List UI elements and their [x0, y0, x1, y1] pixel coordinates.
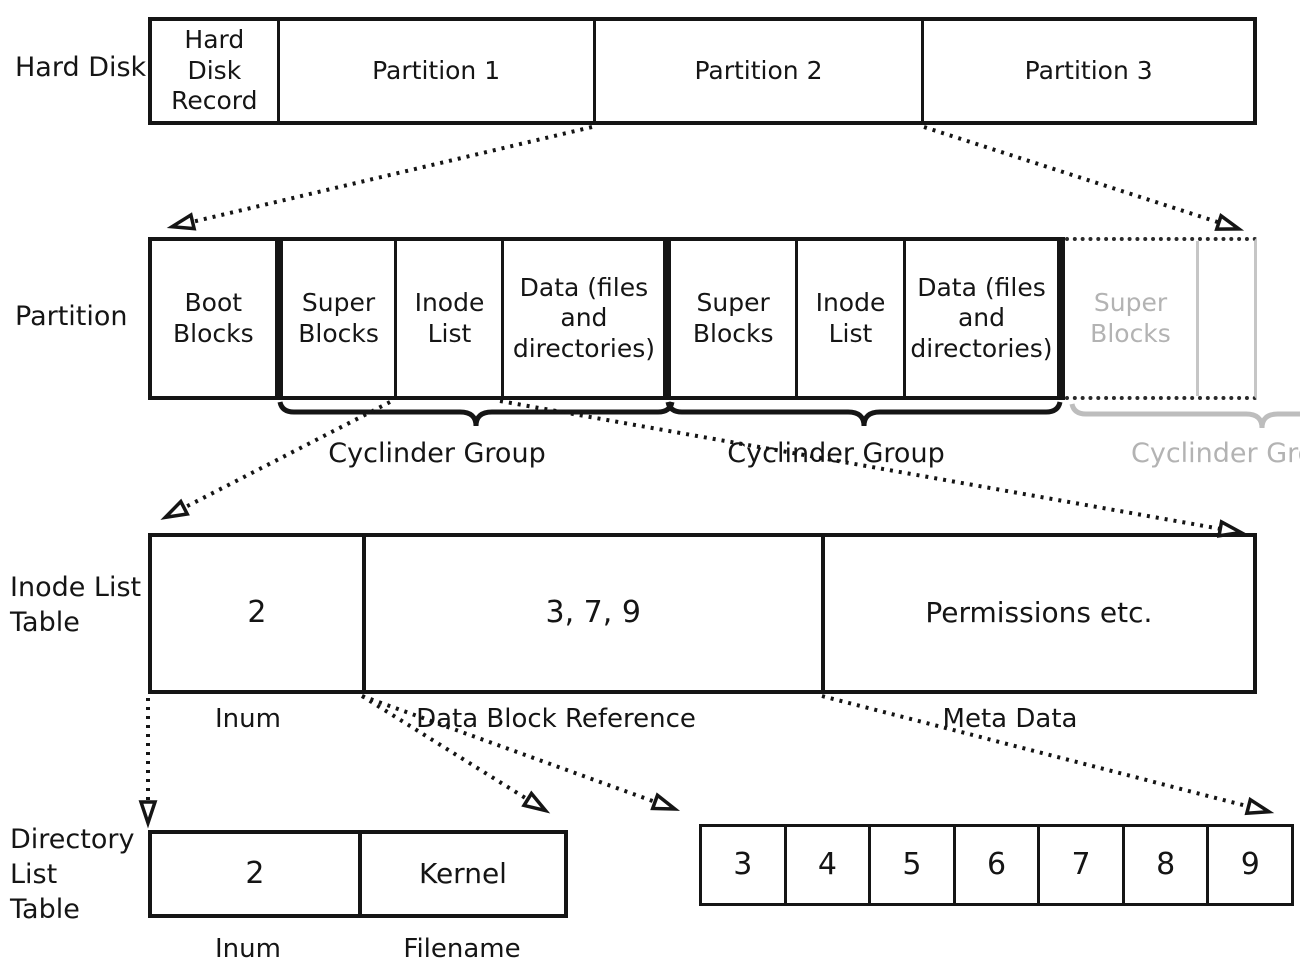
cell-inode-list-1: Inode List [394, 241, 501, 396]
cell-data-blocks-2: Data (files and directories) [902, 241, 1057, 396]
cell-inode-list-2: Inode List [794, 241, 903, 396]
cell-super-blocks-faded: Super Blocks [1090, 288, 1171, 348]
cylinder-group-label-2: Cyclinder Group [727, 438, 945, 469]
faded-divider-line [1196, 241, 1199, 396]
directory-inum-caption: Inum [215, 934, 281, 964]
hard-disk-side-label: Hard Disk [15, 52, 147, 83]
cylinder-group-brace-2 [665, 401, 1063, 427]
cell-directory-inum-value: 2 [245, 855, 265, 891]
partition-side-label: Partition [15, 301, 128, 332]
cylinder-group-label-1: Cyclinder Group [328, 438, 546, 469]
cell-partition-1: Partition 1 [276, 21, 593, 121]
hard-disk-row: Hard Disk Record Partition 1 Partition 2… [148, 17, 1257, 125]
directory-list-table-side-label: Directory List Table [10, 824, 135, 926]
cell-partition-3: Partition 3 [921, 21, 1253, 121]
inode-inum-caption: Inum [215, 704, 281, 734]
cell-hard-disk-record: Hard Disk Record [171, 25, 258, 116]
cell-boot-blocks: Boot Blocks [172, 288, 254, 348]
data-block-4: 4 [783, 827, 869, 903]
data-block-3: 3 [733, 846, 753, 882]
cell-super-blocks-1: Super Blocks [274, 241, 395, 396]
data-block-5: 5 [868, 827, 953, 903]
data-blocks-row: 3 4 5 6 7 8 9 [699, 824, 1294, 906]
cylinder-group-label-3: Cyclinder Gro [1131, 438, 1300, 469]
data-block-8: 8 [1121, 827, 1207, 903]
faded-cylinder-group-section: Super Blocks [1065, 237, 1257, 400]
cell-super-blocks-2: Super Blocks [663, 241, 795, 396]
cell-partition-2: Partition 2 [592, 21, 922, 121]
directory-list-table: 2 Kernel [148, 830, 568, 918]
cell-data-blocks-1: Data (files and directories) [501, 241, 663, 396]
data-block-6: 6 [952, 827, 1038, 903]
cell-permissions: Permissions etc. [820, 537, 1253, 690]
data-block-9: 9 [1206, 827, 1291, 903]
partition-row: Boot Blocks Super Blocks Inode List Data… [148, 237, 1065, 400]
inode-list-table: 2 3, 7, 9 Permissions etc. [148, 533, 1257, 694]
arrow-partition3-to-partition-row [923, 125, 1245, 231]
cylinder-group-brace-3-faded [1069, 403, 1300, 429]
arrow-partition1-to-partition-row [166, 125, 593, 231]
meta-data-caption: Meta Data [942, 704, 1078, 734]
cell-data-block-reference-value: 3, 7, 9 [361, 537, 821, 690]
cell-filename-value: Kernel [357, 834, 564, 914]
cylinder-group-brace-1 [277, 401, 675, 427]
filename-caption: Filename [403, 934, 521, 964]
cell-inum-value: 2 [247, 595, 267, 631]
data-block-reference-caption: Data Block Reference [416, 704, 696, 734]
data-block-7: 7 [1037, 827, 1122, 903]
inode-list-table-side-label: Inode List Table [10, 572, 142, 639]
